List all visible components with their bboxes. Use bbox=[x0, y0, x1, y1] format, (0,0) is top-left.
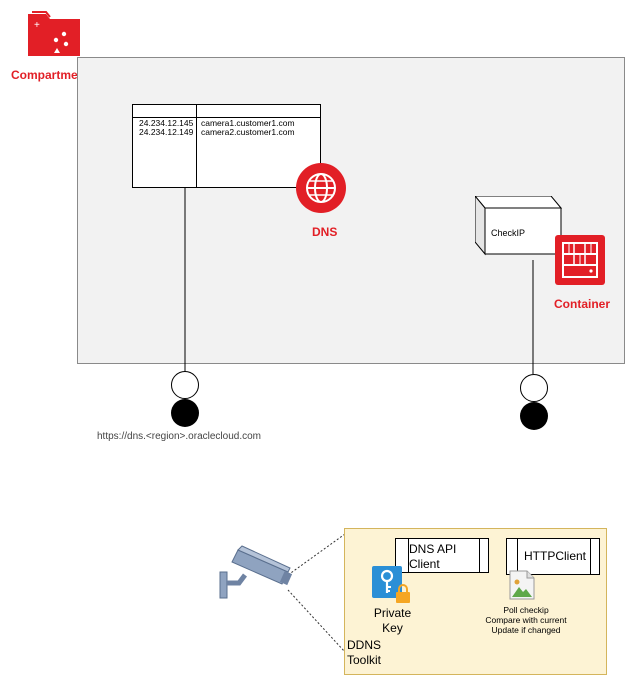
container-endpoint-filled-circle bbox=[520, 402, 548, 430]
checkip-label: CheckIP bbox=[491, 228, 526, 238]
svg-text:+: + bbox=[34, 20, 40, 31]
dns-api-client-box bbox=[395, 538, 489, 573]
checkip-box bbox=[473, 194, 563, 256]
compartments-folder-icon: + bbox=[26, 10, 82, 58]
dns-api-client-label: DNS API Client bbox=[409, 542, 457, 571]
endpoint-filled-circle bbox=[171, 399, 199, 427]
update-if-changed-text: Update if changed bbox=[491, 625, 561, 635]
image-placeholder-icon bbox=[509, 570, 535, 600]
ddns-toolkit-label-line1: DDNS bbox=[347, 638, 382, 652]
http-client-box bbox=[506, 538, 600, 575]
dns-label: DNS bbox=[312, 225, 338, 239]
private-key-label-line2: Key bbox=[382, 621, 403, 635]
endpoint-open-circle bbox=[171, 371, 199, 399]
table-header-row bbox=[133, 105, 320, 118]
table-cell-host: camera2.customer1.com bbox=[201, 127, 295, 137]
compare-current-text: Compare with current bbox=[485, 615, 567, 625]
table-cell-ip: 24.234.12.149 bbox=[139, 127, 194, 137]
security-camera-icon bbox=[218, 542, 296, 600]
compartments-label: Compartments bbox=[11, 68, 96, 82]
table-cell-host: camera1.customer1.com bbox=[201, 118, 295, 128]
private-key-label-line1: Private bbox=[373, 606, 412, 620]
table-column-divider bbox=[196, 105, 197, 187]
poll-checkip-text: Poll checkip bbox=[503, 605, 549, 615]
key-icon bbox=[372, 566, 412, 606]
dns-record-table: 24.234.12.145 camera1.customer1.com 24.2… bbox=[132, 104, 321, 188]
globe-icon bbox=[296, 163, 346, 213]
http-client-label: HTTPClient bbox=[524, 549, 587, 563]
endpoint-url: https://dns.<region>.oraclecloud.com bbox=[97, 431, 261, 442]
ddns-toolkit-label-line2: Toolkit bbox=[347, 653, 382, 667]
container-label: Container bbox=[554, 297, 611, 311]
container-icon bbox=[555, 235, 605, 285]
container-endpoint-open-circle bbox=[520, 374, 548, 402]
table-cell-ip: 24.234.12.145 bbox=[139, 118, 194, 128]
